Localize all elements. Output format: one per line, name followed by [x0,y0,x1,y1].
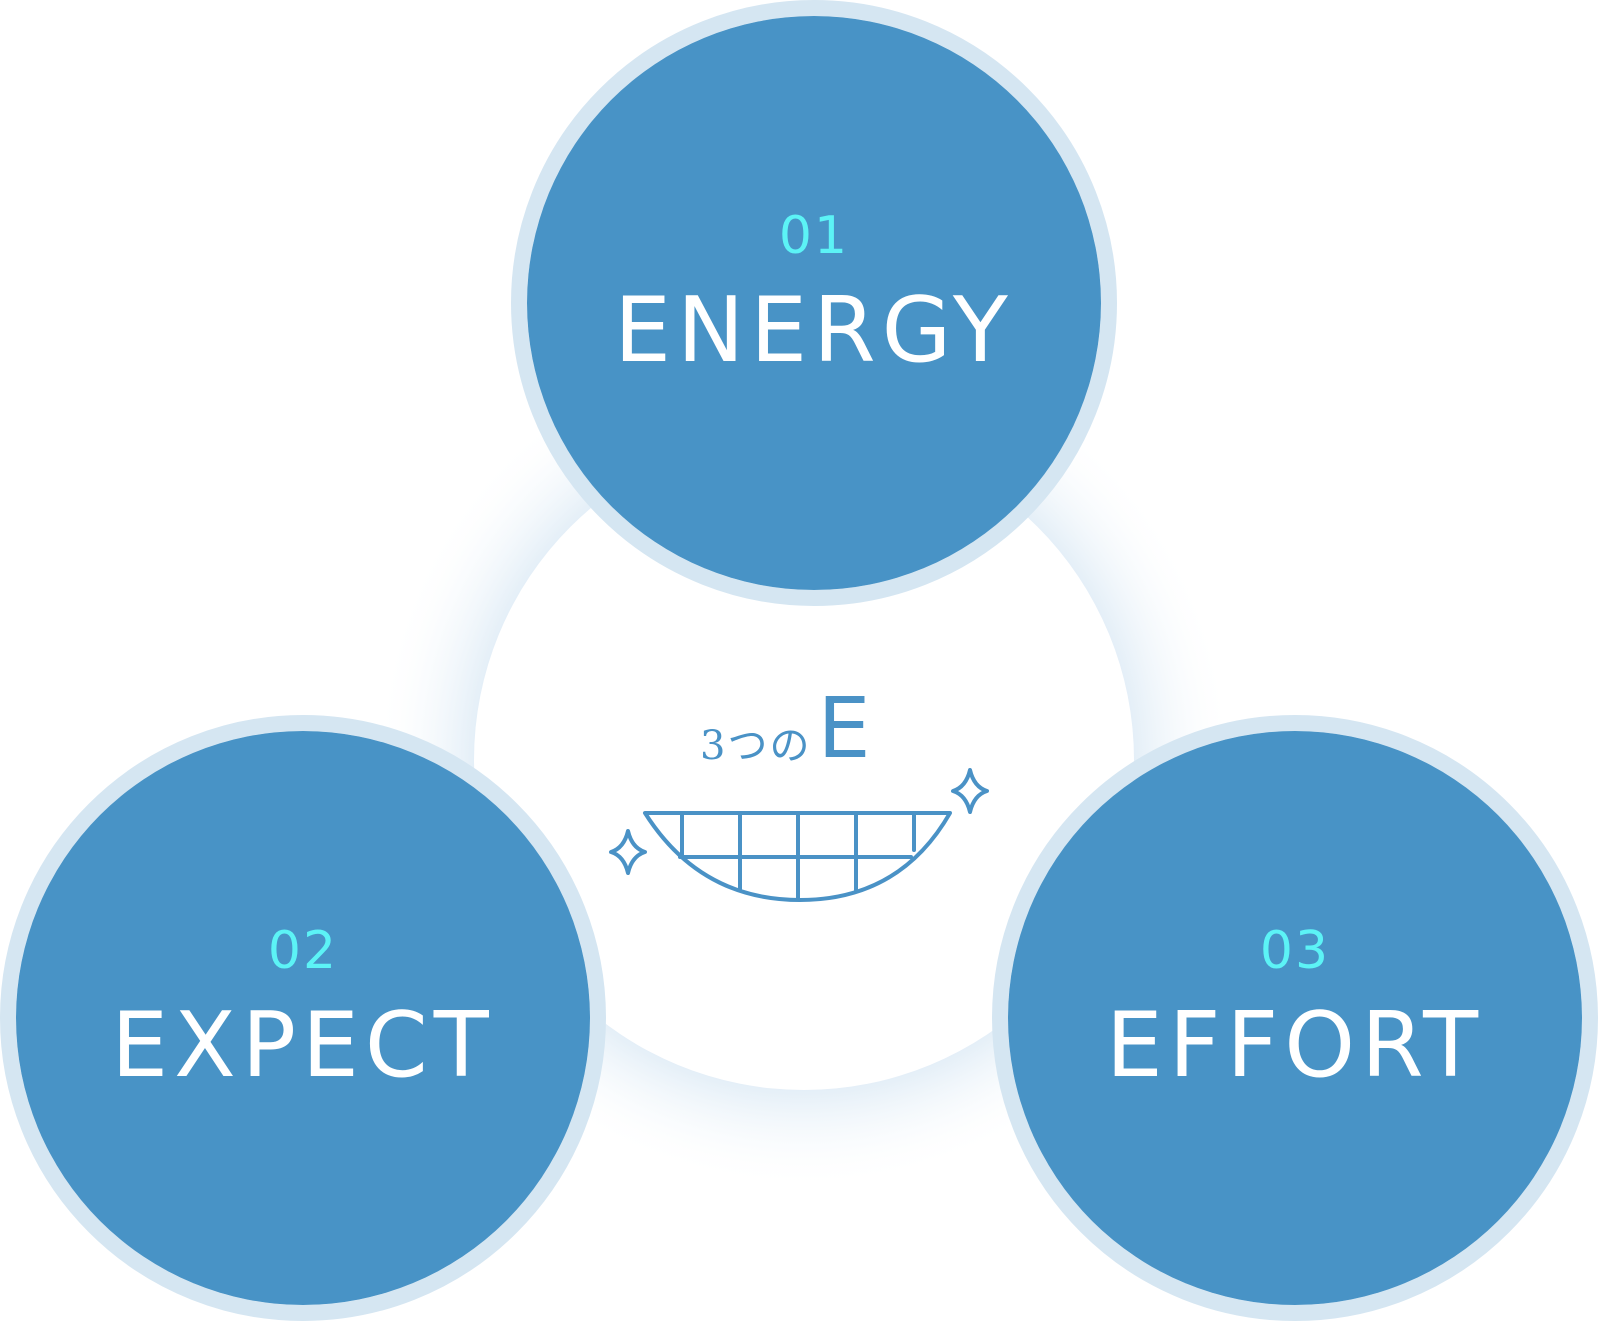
circle-energy-fill [527,16,1101,590]
circle-effort-fill [1008,731,1582,1305]
circle-expect-word: EXPECT [111,993,495,1098]
circle-energy-number: 01 [778,206,850,266]
circle-effort: 03 EFFORT [992,715,1598,1321]
circle-effort-number: 03 [1259,921,1331,981]
center-title-lead: 3つの [700,723,812,769]
circle-expect-fill [16,731,590,1305]
circle-expect-number: 02 [267,921,339,981]
circle-expect: 02 EXPECT [0,715,606,1321]
center-disc [474,430,1134,1090]
center-title-letter: E [817,679,871,777]
circle-energy: 01 ENERGY [511,0,1117,606]
circle-effort-word: EFFORT [1105,993,1485,1098]
center-title: 3つの E [700,686,920,770]
circle-energy-word: ENERGY [614,278,1014,383]
